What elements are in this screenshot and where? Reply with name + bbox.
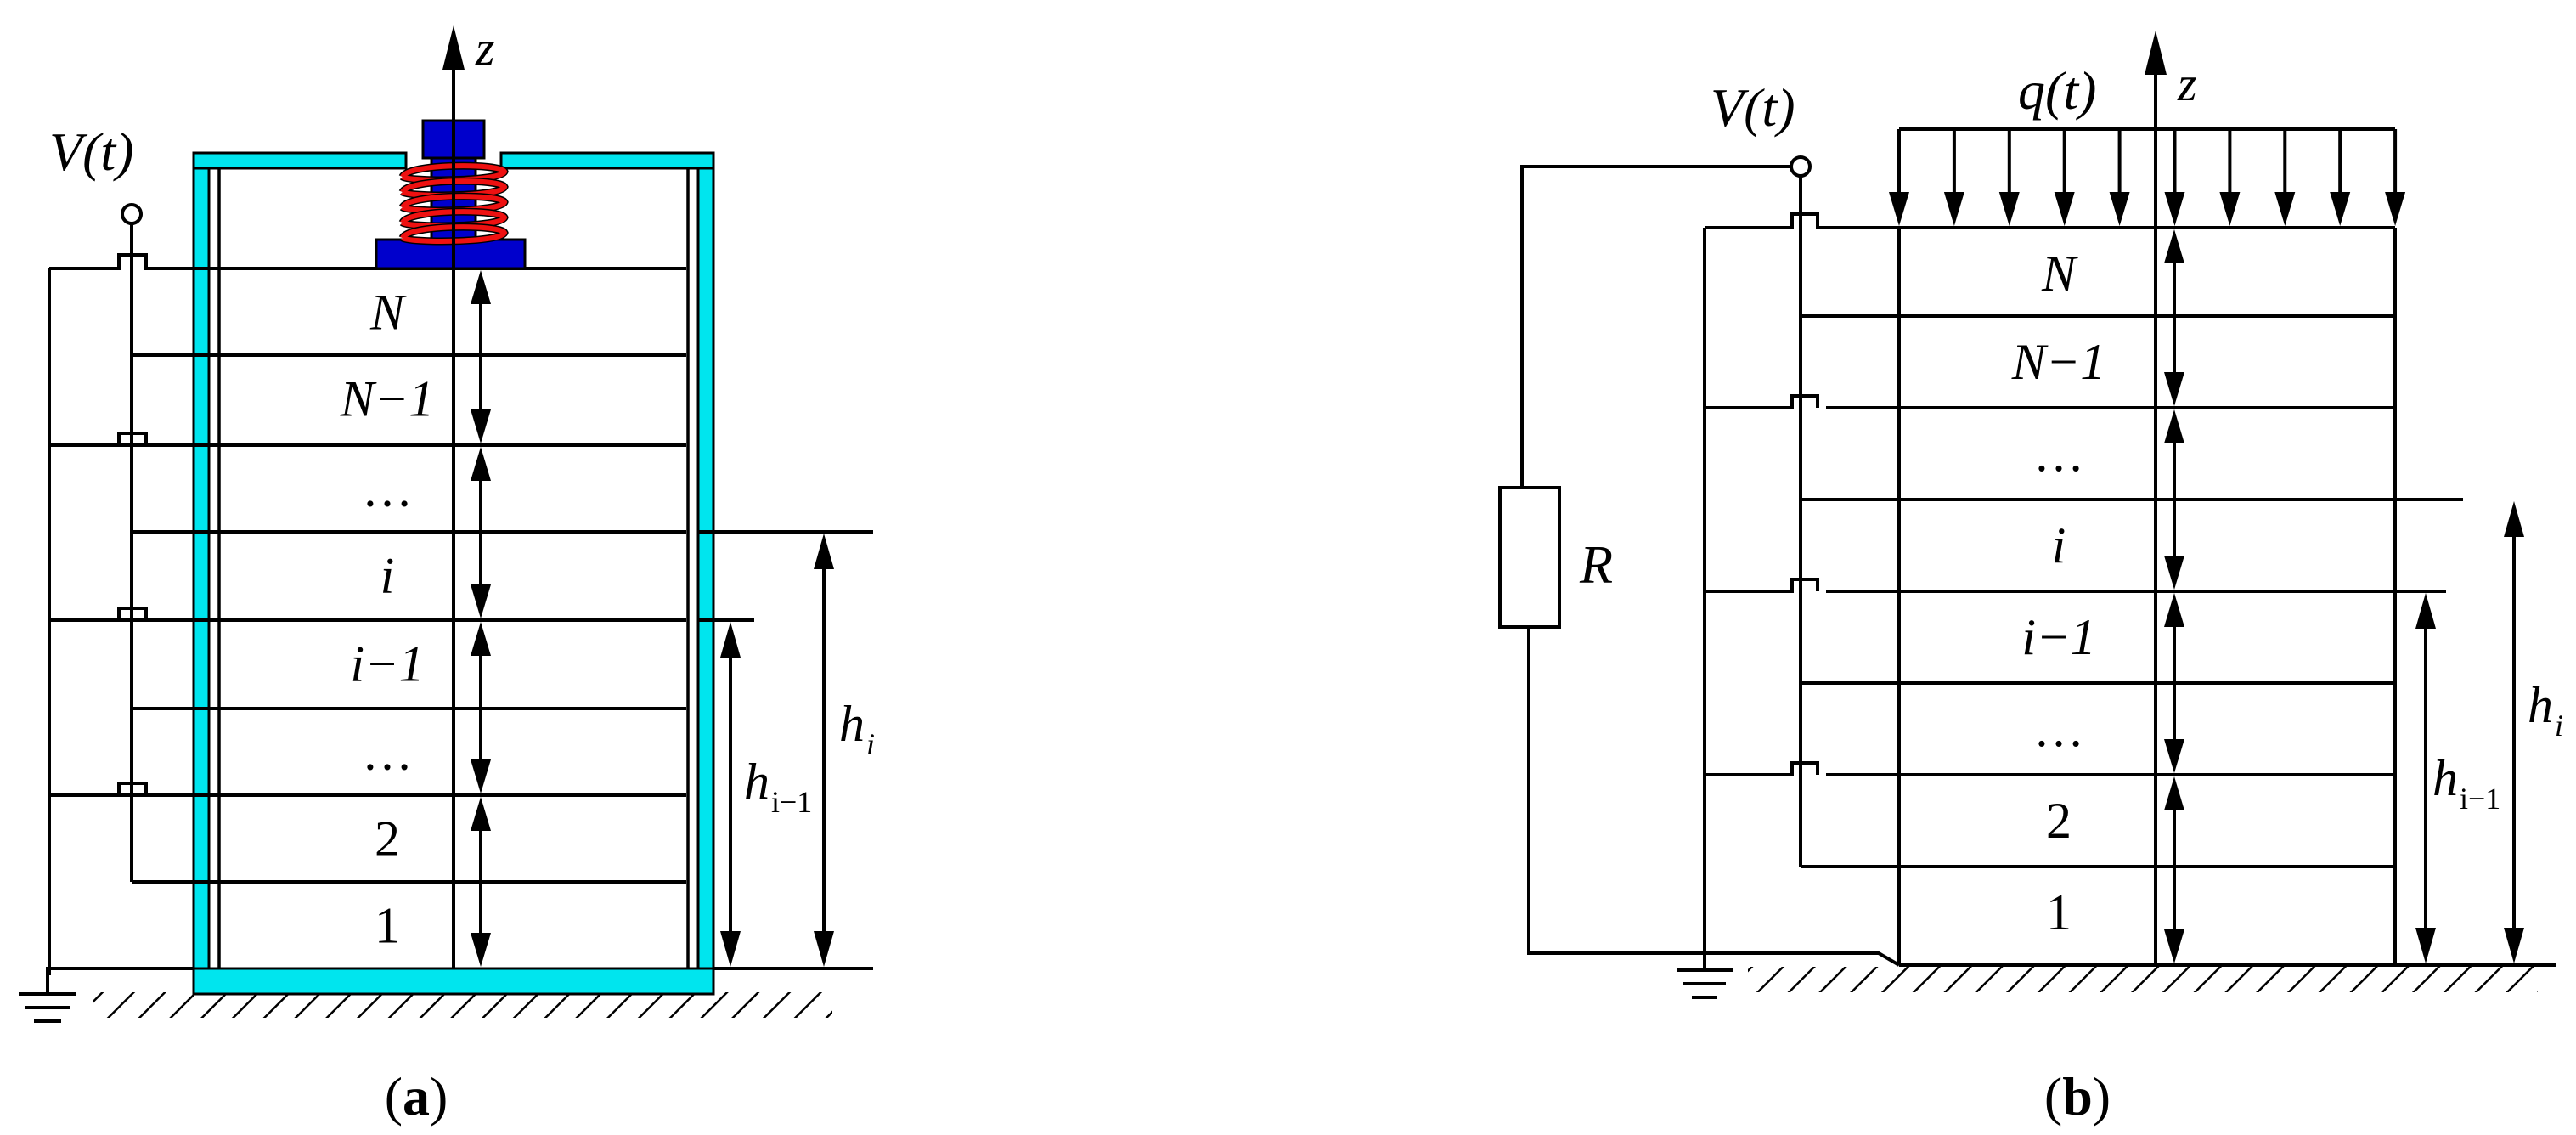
h-dimensions-a: hi hi−1 — [698, 530, 875, 970]
layer-label-6: … — [2033, 701, 2084, 757]
resistor — [1498, 486, 1561, 629]
voltage-label-a: V(t) — [49, 121, 134, 182]
layer-labels-a: N N−1 … i i−1 … 2 1 — [340, 284, 435, 953]
z-axis-b: z — [2145, 31, 2197, 965]
layer-label-8: 1 — [2046, 884, 2072, 940]
layer-label-4: i — [380, 547, 395, 603]
h-im1-label-a: hi−1 — [744, 754, 812, 819]
ground-symbol-b — [1677, 955, 1733, 999]
layer-label-2: N−1 — [340, 370, 435, 426]
voltage-terminal-a — [121, 203, 143, 225]
h-i-label-a: hi — [839, 696, 875, 761]
z-label-b: z — [2177, 56, 2197, 111]
layer-label-8: 1 — [375, 897, 400, 953]
z-label-a: z — [475, 20, 495, 76]
layer-label-3: … — [362, 460, 413, 517]
ground-hatch-a — [93, 992, 832, 1018]
thickness-arrows-b — [2164, 229, 2184, 963]
layer-label-6: … — [362, 724, 413, 780]
layer-lines-a — [49, 353, 686, 884]
electrode-bus-a — [48, 203, 219, 975]
caption-b: (b) — [2044, 1066, 2111, 1127]
layer-lines-b — [1801, 226, 2463, 868]
panel-a: z N N−1 … i i−1 … 2 1 hi hi−1 V(t) (a) — [19, 20, 875, 1127]
layer-label-2: N−1 — [2011, 334, 2106, 390]
h-i-label-b: hi — [2528, 677, 2563, 743]
layer-labels-b: N N−1 … i i−1 … 2 1 — [2011, 246, 2106, 940]
thickness-arrows-a — [471, 270, 491, 967]
layer-label-5: i−1 — [350, 635, 424, 692]
electrode-bus-b — [1703, 155, 1899, 955]
h-im1-label-b: hi−1 — [2432, 750, 2500, 816]
layer-label-5: i−1 — [2021, 609, 2095, 665]
layer-label-1: N — [369, 284, 407, 340]
mass-spring — [375, 119, 527, 270]
load-label: q(t) — [2018, 60, 2096, 121]
layer-label-4: i — [2052, 517, 2066, 573]
ground-wire-a — [46, 967, 194, 975]
ground-hatch-b — [1748, 967, 2538, 992]
ground-symbol-a — [19, 975, 76, 1023]
layer-label-7: 2 — [2046, 793, 2072, 849]
voltage-label-b: V(t) — [1711, 77, 1795, 138]
panel-b: R q(t) z N N−1 … i i−1 … 2 1 hi hi−1 V(t) (b) — [1498, 31, 2563, 1127]
spring-coil — [398, 161, 509, 246]
resistor-label: R — [1579, 534, 1613, 595]
z-axis-a: z — [442, 20, 495, 968]
caption-a: (a) — [385, 1066, 448, 1127]
resistor-circuit: R — [1498, 165, 1901, 967]
h-dimensions-b: hi hi−1 — [2415, 501, 2563, 963]
layer-label-7: 2 — [375, 810, 400, 867]
distributed-load — [1889, 127, 2406, 226]
layer-label-1: N — [2041, 246, 2078, 302]
voltage-terminal-b — [1790, 155, 1812, 178]
layer-label-3: … — [2033, 426, 2084, 482]
